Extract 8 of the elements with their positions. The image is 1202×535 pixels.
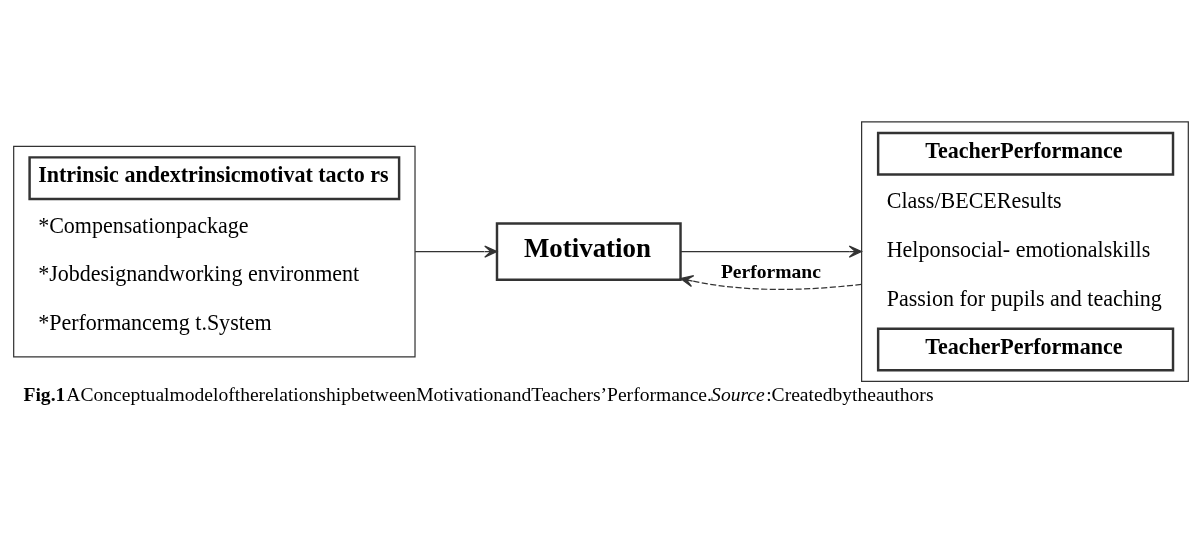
arrow: [680, 245, 863, 258]
node-box: TeacherPerformance Class/BECEResults Helponsocial- emotionalskills Passion for pupils and teaching TeacherPerformance: [861, 121, 1189, 382]
node-box: Intrinsic andextrinsicmotivat tacto rs *Compensationpackage *Jobdesignandworking environment *Performancemg t.System: [13, 145, 416, 358]
arrow: [414, 245, 498, 258]
node-box: Motivation: [495, 222, 682, 281]
caption: Fig.1AConceptualmodeloftherelationshipbetweenMotivationandTeachers’Performance.Source:Createdbytheauthors: [23, 383, 934, 405]
edge-label: Performanc: [720, 261, 821, 283]
arrow: [680, 275, 862, 290]
